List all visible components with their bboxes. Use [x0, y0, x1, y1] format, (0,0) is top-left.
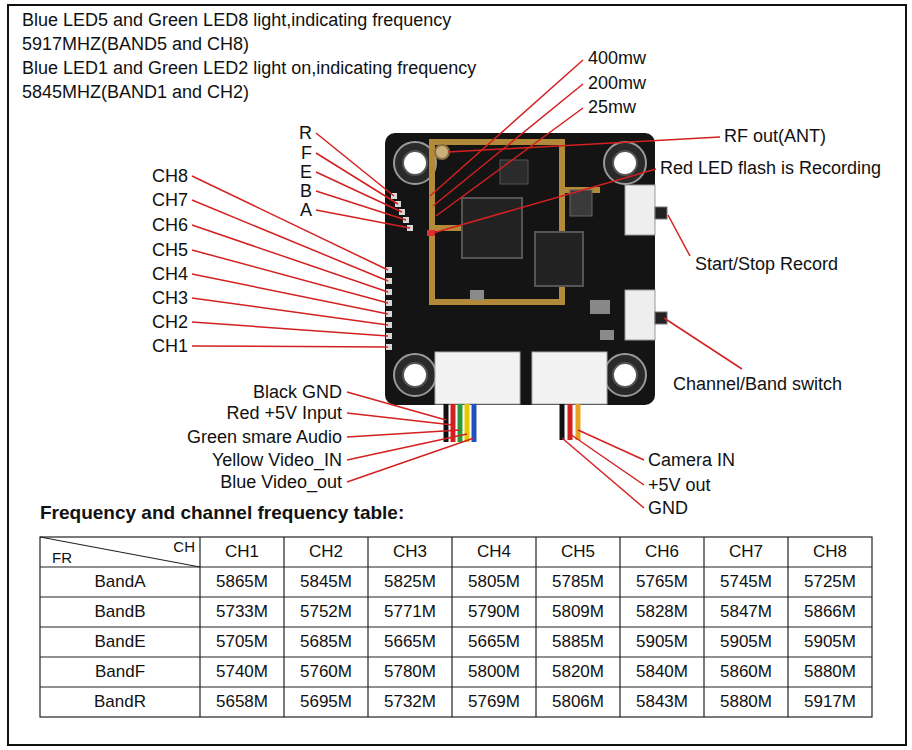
channel-label: CH7	[152, 189, 188, 211]
table-cell: 5866M	[788, 597, 872, 627]
channel-label: CH2	[152, 311, 188, 333]
pin-label: Black GND	[253, 381, 342, 403]
table-cell: 5665M	[368, 627, 452, 657]
table-row-header: BandB	[40, 597, 200, 627]
table-cell: 5847M	[704, 597, 788, 627]
table-grid	[40, 537, 872, 717]
table-cell: 5805M	[452, 567, 536, 597]
table-cell: 5860M	[704, 657, 788, 687]
table-header: CH2	[284, 537, 368, 567]
table-cell: 5685M	[284, 627, 368, 657]
band-label: E	[300, 161, 312, 183]
table-cell: 5905M	[704, 627, 788, 657]
table-cell: 5695M	[284, 687, 368, 717]
table-cell: 5665M	[452, 627, 536, 657]
note-text: Blue LED1 and Green LED2 light on,indica…	[22, 56, 582, 104]
table-header: CH6	[620, 537, 704, 567]
pin-label: Blue Video_out	[220, 471, 342, 493]
table-cell: 5790M	[452, 597, 536, 627]
table-cell: 5885M	[536, 627, 620, 657]
band-label: F	[301, 142, 312, 164]
table-cell: 5760M	[284, 657, 368, 687]
table-cell: 5725M	[788, 567, 872, 597]
table-header: CH7	[704, 537, 788, 567]
power-label: 400mw	[588, 47, 646, 69]
pin-label: Green smare Audio	[187, 426, 342, 448]
table-cell: 5780M	[368, 657, 452, 687]
table-row-header: BandE	[40, 627, 200, 657]
table-row-header: BandF	[40, 657, 200, 687]
part-label: RF out(ANT)	[724, 125, 826, 147]
table-cell: 5840M	[620, 657, 704, 687]
note-text: Blue LED5 and Green LED8 light,indicatin…	[22, 8, 582, 56]
table-cell: 5705M	[200, 627, 284, 657]
table-row-header: BandA	[40, 567, 200, 597]
channel-label: CH5	[152, 239, 188, 261]
channel-label: CH8	[152, 165, 188, 187]
table-header: CH8	[788, 537, 872, 567]
table-header: CH3	[368, 537, 452, 567]
band-label: B	[300, 180, 312, 202]
wires	[446, 404, 578, 442]
table-cell: 5732M	[368, 687, 452, 717]
table-header: FR	[52, 550, 72, 566]
table-cell: 5825M	[368, 567, 452, 597]
table-row-header: BandR	[40, 687, 200, 717]
channel-label: CH3	[152, 287, 188, 309]
power-label: 25mw	[588, 96, 636, 118]
table-cell: 5843M	[620, 687, 704, 717]
frame-border	[8, 5, 906, 745]
table-cell: 5800M	[452, 657, 536, 687]
pin-label: GND	[648, 497, 688, 519]
pin-label: Yellow Video_IN	[212, 449, 342, 471]
circuit-board	[385, 133, 667, 405]
channel-label: CH1	[152, 335, 188, 357]
part-label: Start/Stop Record	[695, 253, 838, 275]
table-cell: 5771M	[368, 597, 452, 627]
pin-label: Camera IN	[648, 449, 735, 471]
channel-label: CH6	[152, 214, 188, 236]
table-cell: 5785M	[536, 567, 620, 597]
table-cell: 5828M	[620, 597, 704, 627]
table-header: CH4	[452, 537, 536, 567]
band-label: R	[299, 122, 312, 144]
band-label: A	[300, 199, 312, 221]
table-cell: 5745M	[704, 567, 788, 597]
pin-label: +5V out	[648, 474, 711, 496]
part-label: Channel/Band switch	[673, 373, 842, 395]
table-cell: 5880M	[704, 687, 788, 717]
table-cell: 5752M	[284, 597, 368, 627]
part-label: Red LED flash is Recording	[660, 157, 881, 179]
table-header: CH	[173, 539, 195, 555]
table-title: Frequency and channel frequency table:	[40, 502, 404, 524]
power-label: 200mw	[588, 72, 646, 94]
table-cell: 5769M	[452, 687, 536, 717]
table-cell: 5658M	[200, 687, 284, 717]
table-cell: 5865M	[200, 567, 284, 597]
table-cell: 5740M	[200, 657, 284, 687]
table-header: CH1	[200, 537, 284, 567]
table-cell: 5905M	[620, 627, 704, 657]
channel-label: CH4	[152, 263, 188, 285]
table-cell: 5917M	[788, 687, 872, 717]
table-cell: 5809M	[536, 597, 620, 627]
table-cell: 5765M	[620, 567, 704, 597]
table-cell: 5733M	[200, 597, 284, 627]
table-cell: 5806M	[536, 687, 620, 717]
table-cell: 5905M	[788, 627, 872, 657]
table-header: CH5	[536, 537, 620, 567]
pin-label: Red +5V Input	[226, 402, 342, 424]
table-cell: 5820M	[536, 657, 620, 687]
table-cell: 5845M	[284, 567, 368, 597]
table-cell: 5880M	[788, 657, 872, 687]
